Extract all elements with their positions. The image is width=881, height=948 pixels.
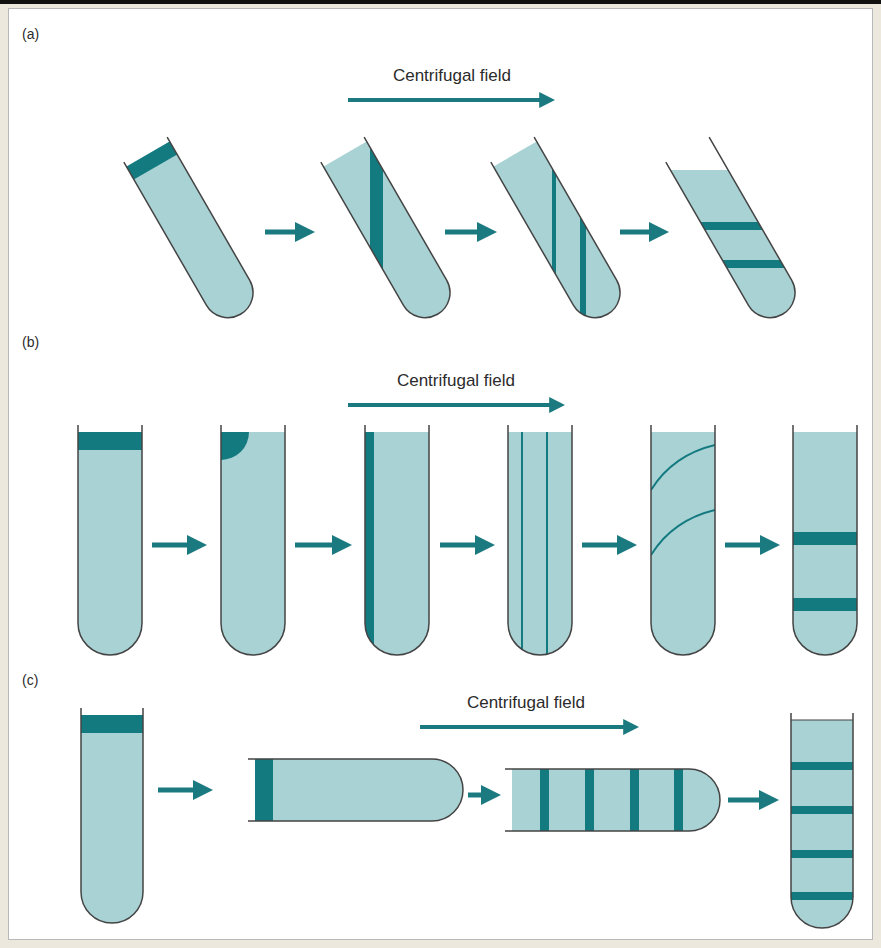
vertical-tube: [213, 425, 293, 672]
vertical-tube: [643, 425, 723, 672]
tilted-tube: [120, 135, 274, 343]
vertical-tube: [357, 425, 437, 672]
vertical-tube: [70, 425, 150, 672]
vertical-tube: [785, 425, 865, 672]
panel-letter: (a): [22, 26, 39, 43]
panel-letter: (c): [22, 672, 38, 689]
bucket-tube: [248, 750, 475, 830]
field-label: Centrifugal field: [393, 66, 511, 86]
vertical-tube: [500, 425, 580, 672]
top-bar: [0, 0, 881, 4]
tilted-tube: [422, 67, 716, 396]
step-arrow: [152, 232, 771, 800]
field-label: Centrifugal field: [467, 693, 585, 713]
panel-letter: (b): [22, 334, 39, 351]
tilted-tube: [240, 76, 513, 387]
bucket-tube: [782, 713, 862, 940]
bucket-tube: [72, 708, 152, 935]
bucket-tube: [505, 760, 732, 840]
field-label: Centrifugal field: [397, 371, 515, 391]
